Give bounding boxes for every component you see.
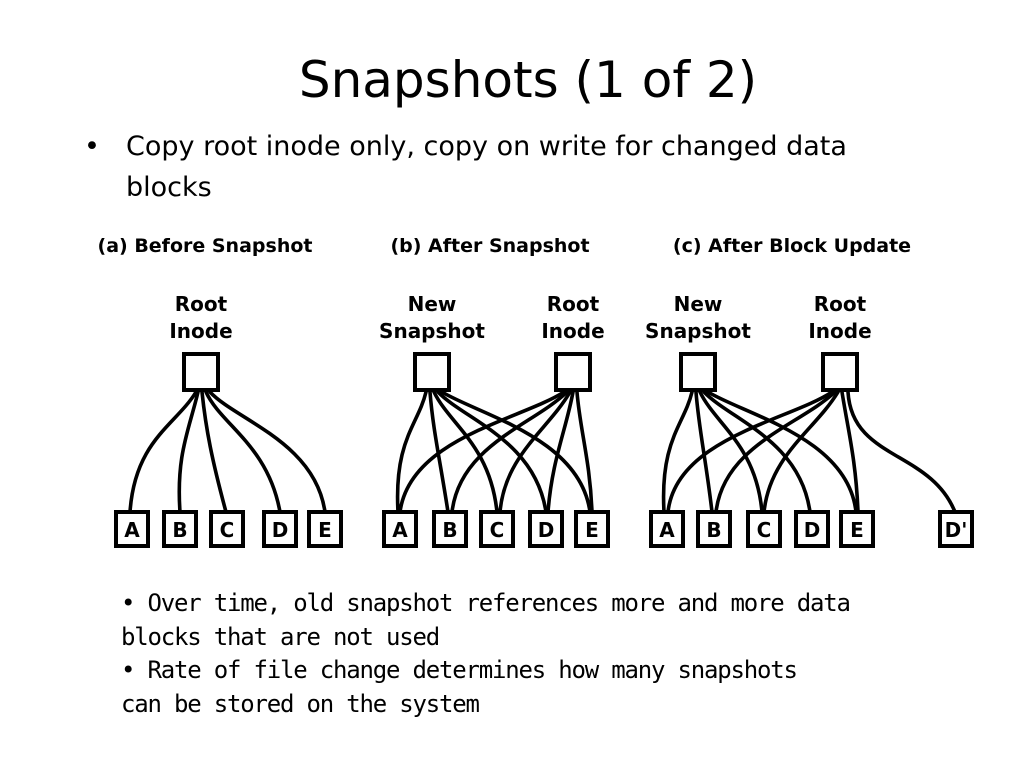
node-label: Snapshot bbox=[379, 319, 485, 343]
pointer-b-root-B bbox=[450, 390, 569, 514]
panel-caption: (c) After Block Update bbox=[673, 235, 911, 257]
data-block bbox=[382, 510, 418, 548]
pointer-c-snap-A bbox=[661, 390, 694, 514]
data-block-label: A bbox=[659, 518, 675, 542]
pointer-b-root-C bbox=[498, 390, 572, 514]
data-block bbox=[528, 510, 564, 548]
note-line: • Rate of file change determines how man… bbox=[121, 656, 798, 684]
notes: • Over time, old snapshot references mor… bbox=[121, 587, 921, 721]
data-block bbox=[649, 510, 685, 548]
pointer-a-root-C bbox=[200, 390, 228, 514]
node-label: Root bbox=[814, 292, 867, 316]
data-block bbox=[746, 510, 782, 548]
pointer-b-snap-A bbox=[395, 390, 428, 514]
node-label: Inode bbox=[808, 319, 871, 343]
node-label: New bbox=[674, 292, 723, 316]
node-label: Inode bbox=[169, 319, 232, 343]
inode-box bbox=[182, 352, 220, 392]
pointer-b-root-E bbox=[575, 390, 594, 514]
data-block bbox=[262, 510, 298, 548]
node-label: Root bbox=[175, 292, 228, 316]
data-block bbox=[114, 510, 150, 548]
data-block bbox=[938, 510, 974, 548]
pointer-a-root-D bbox=[204, 390, 282, 514]
data-block bbox=[307, 510, 343, 548]
data-block bbox=[839, 510, 875, 548]
inode-box bbox=[821, 352, 859, 392]
pointer-b-root-D bbox=[546, 390, 575, 514]
data-block bbox=[696, 510, 732, 548]
pointer-b-snap-D bbox=[436, 390, 548, 514]
node-label: Snapshot bbox=[645, 319, 751, 343]
data-block-label: E bbox=[850, 518, 864, 542]
pointer-c-snap-D bbox=[702, 390, 812, 514]
node-label: Inode bbox=[541, 319, 604, 343]
node-label: Root bbox=[547, 292, 600, 316]
pointer-c-root-E bbox=[840, 390, 860, 514]
data-block bbox=[574, 510, 610, 548]
data-block-label: C bbox=[757, 518, 772, 542]
data-block-label: A bbox=[124, 518, 140, 542]
pointer-b-root-A bbox=[398, 390, 566, 514]
slide-title: Snapshots (1 of 2) bbox=[298, 51, 758, 109]
bullet-text: Copy root inode only, copy on write for … bbox=[126, 131, 847, 203]
data-block bbox=[479, 510, 515, 548]
bullet-dot: • bbox=[84, 131, 100, 162]
data-block-label: B bbox=[706, 518, 721, 542]
data-block-label: D bbox=[804, 518, 821, 542]
node-label: New bbox=[408, 292, 457, 316]
pointer-c-root-Dprime bbox=[846, 390, 957, 514]
data-block-label: C bbox=[220, 518, 235, 542]
pointer-b-snap-E bbox=[440, 390, 592, 514]
data-block-label: D bbox=[272, 518, 289, 542]
data-block-label: D bbox=[538, 518, 555, 542]
data-block-label: D' bbox=[945, 518, 968, 542]
data-block-label: B bbox=[442, 518, 457, 542]
pointer-c-root-A bbox=[666, 390, 834, 514]
pointer-c-snap-E bbox=[706, 390, 858, 514]
data-block-label: E bbox=[585, 518, 599, 542]
inode-box bbox=[679, 352, 717, 392]
pointer-c-root-C bbox=[762, 390, 840, 514]
note-line: • Over time, old snapshot references mor… bbox=[121, 589, 851, 617]
pointer-b-snap-C bbox=[432, 390, 499, 514]
data-block-label: A bbox=[392, 518, 408, 542]
inode-box bbox=[413, 352, 451, 392]
pointer-a-root-A bbox=[128, 390, 198, 514]
pointer-c-root-B bbox=[714, 390, 837, 514]
data-block bbox=[162, 510, 198, 548]
data-block-label: E bbox=[318, 518, 332, 542]
note-line: blocks that are not used bbox=[121, 622, 440, 651]
pointer-c-snap-C bbox=[698, 390, 764, 514]
data-block bbox=[794, 510, 830, 548]
pointer-a-root-B bbox=[177, 390, 200, 514]
note-line: can be stored on the system bbox=[121, 689, 480, 718]
data-block-label: C bbox=[490, 518, 505, 542]
pointer-b-snap-B bbox=[428, 390, 450, 514]
data-block-label: B bbox=[172, 518, 187, 542]
pointer-a-root-E bbox=[208, 390, 327, 514]
data-block bbox=[432, 510, 468, 548]
pointer-c-snap-B bbox=[694, 390, 714, 514]
inode-box bbox=[554, 352, 592, 392]
panel-caption: (a) Before Snapshot bbox=[98, 235, 313, 257]
panel-caption: (b) After Snapshot bbox=[390, 235, 589, 257]
data-block bbox=[209, 510, 245, 548]
